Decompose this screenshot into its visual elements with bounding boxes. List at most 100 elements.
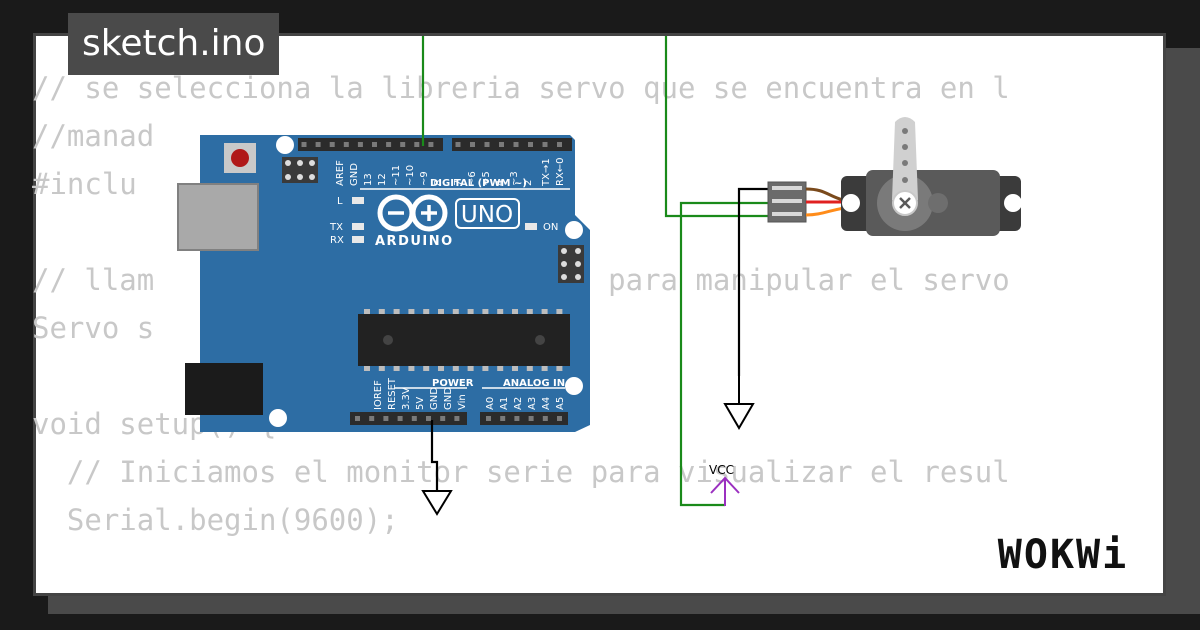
header-pin[interactable] xyxy=(455,142,461,147)
digital-pin-label: ~6 xyxy=(467,171,478,186)
analog-pin-label: A0 xyxy=(485,397,496,410)
power-pin-label: 3.3V xyxy=(401,387,412,410)
header-pin[interactable] xyxy=(500,416,506,421)
power-pin-label: RESET xyxy=(387,377,398,410)
digital-pin-label: ~10 xyxy=(405,165,416,186)
wires xyxy=(421,36,770,507)
header-pin[interactable] xyxy=(528,416,534,421)
mount-hole xyxy=(565,221,583,239)
vcc-wire[interactable] xyxy=(679,201,770,507)
digital-pin-label: 12 xyxy=(377,173,388,186)
signal-wire-servo[interactable] xyxy=(664,36,770,218)
file-title[interactable]: sketch.ino xyxy=(68,13,280,75)
header-pin[interactable] xyxy=(315,142,321,147)
header-pin[interactable] xyxy=(542,142,548,147)
brand-label: ARDUINO xyxy=(375,234,454,249)
led-label-l: L xyxy=(337,196,343,207)
header-pin[interactable] xyxy=(357,142,363,147)
usb-port xyxy=(178,184,258,250)
on-label: ON xyxy=(543,222,558,233)
model-label: UNO xyxy=(461,202,513,228)
header-pin[interactable] xyxy=(528,142,533,147)
digital-label: DIGITAL (PWM ~) xyxy=(430,178,527,189)
digital-pin-label: AREF xyxy=(335,160,346,186)
code-preview: // se selecciona la libreria servo que s… xyxy=(32,64,1010,544)
code-line: // Iniciamos el monitor serie para visua… xyxy=(32,455,1010,489)
header-pin[interactable] xyxy=(400,142,406,147)
power-pin-label: 5V xyxy=(415,397,426,410)
digital-pin-label: 2 xyxy=(523,180,534,186)
analog-pin-label: A4 xyxy=(541,397,552,410)
header-pin[interactable] xyxy=(386,142,392,147)
mount-hole xyxy=(269,409,287,427)
digital-pin-label: 4 xyxy=(495,180,506,186)
analog-pin-label: A2 xyxy=(513,397,524,410)
digital-header-left xyxy=(298,138,443,151)
header-pin[interactable] xyxy=(542,416,548,421)
code-line: Servo s xyxy=(32,311,155,345)
power-pin-label: GND xyxy=(429,387,440,410)
analog-pin-label: A5 xyxy=(555,397,566,410)
power-pin-label: IOREF xyxy=(373,380,384,410)
header-pin[interactable] xyxy=(499,142,504,147)
power-header xyxy=(350,412,467,425)
header-pin[interactable] xyxy=(426,416,431,421)
digital-pin-label: TX→1 xyxy=(541,158,552,187)
ground-symbol-icon xyxy=(723,376,755,430)
header-pin[interactable] xyxy=(454,416,460,421)
header-pin[interactable] xyxy=(557,416,562,421)
code-line: //manad xyxy=(32,119,155,153)
vcc-label: VCC xyxy=(709,463,734,477)
analog-pin-label: A3 xyxy=(527,397,538,410)
digital-pin-label: ~3 xyxy=(509,171,520,186)
header-pin[interactable] xyxy=(514,416,520,421)
analog-header xyxy=(480,412,568,425)
ground-symbol-icon xyxy=(421,490,453,516)
led-label-tx: TX xyxy=(329,222,343,233)
mount-hole xyxy=(276,136,294,154)
digital-pin-label: ~5 xyxy=(481,171,492,186)
digital-pin-label: 13 xyxy=(363,173,374,186)
header-pin[interactable] xyxy=(355,416,360,421)
code-line: // llam Motor para manipular el servo xyxy=(32,263,1010,297)
digital-header-right xyxy=(452,138,572,151)
microcontroller-chip xyxy=(358,314,570,366)
analog-pin-label: A1 xyxy=(499,397,510,410)
digital-pin-label: 8 xyxy=(433,180,444,186)
header-pin[interactable] xyxy=(343,142,349,147)
digital-pin-label: 7 xyxy=(453,180,464,186)
power-label: POWER xyxy=(432,378,474,389)
code-line: #inclu xyxy=(32,167,137,201)
header-pin[interactable] xyxy=(329,142,335,147)
header-pin[interactable] xyxy=(369,416,375,421)
header-pin[interactable] xyxy=(301,142,307,147)
code-line: // se selecciona la libreria servo que s… xyxy=(32,71,1010,105)
header-pin[interactable] xyxy=(397,416,403,421)
header-pin[interactable] xyxy=(428,142,434,147)
header-pin[interactable] xyxy=(470,142,475,147)
header-pin[interactable] xyxy=(513,142,519,147)
power-pin-label: Vin xyxy=(457,394,468,410)
header-pin[interactable] xyxy=(557,142,562,147)
header-pin[interactable] xyxy=(414,142,420,147)
header-pin[interactable] xyxy=(372,142,377,147)
header-pin[interactable] xyxy=(486,416,491,421)
power-jack xyxy=(185,363,263,415)
header-pin[interactable] xyxy=(383,416,389,421)
header-pin[interactable] xyxy=(484,142,490,147)
digital-pin-label: GND xyxy=(349,163,360,186)
led-label-rx: RX xyxy=(330,235,344,246)
ground-wire-servo[interactable] xyxy=(737,187,770,376)
servo-motor[interactable] xyxy=(767,117,1022,236)
digital-pin-label: RX←0 xyxy=(555,157,566,186)
code-line: Serial.begin(9600); xyxy=(32,503,399,537)
header-pin[interactable] xyxy=(411,416,417,421)
wokwi-logo[interactable]: WOKWi xyxy=(998,532,1128,578)
header-pin[interactable] xyxy=(440,416,446,421)
arduino-logo-icon xyxy=(377,194,448,232)
mount-hole xyxy=(565,377,583,395)
ground-wire-arduino[interactable] xyxy=(430,420,439,490)
vcc-symbol-icon xyxy=(710,476,740,506)
